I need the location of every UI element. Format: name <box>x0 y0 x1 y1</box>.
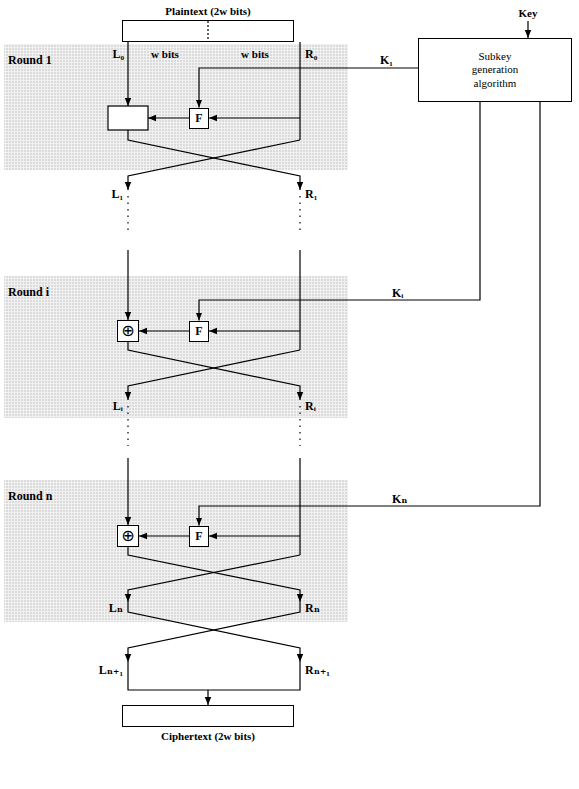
wire-label: Lₙ₊₁ <box>99 663 123 677</box>
box-text: F <box>195 529 202 543</box>
round-region <box>4 44 348 170</box>
continuation-dots <box>299 406 300 446</box>
wire-label-slot: Rᵢ <box>305 396 316 414</box>
left-wire <box>127 42 128 106</box>
swap-wire <box>128 555 300 602</box>
input-label-slot: Key <box>519 3 538 21</box>
round-function-box: F <box>189 321 209 342</box>
wire-label-slot: Lₙ₊₁ <box>99 660 123 678</box>
block-box <box>122 20 294 42</box>
xor-box: ⊕ <box>117 320 139 342</box>
round-region <box>4 480 348 622</box>
key-arrow <box>527 21 528 38</box>
round-label: Round i <box>8 285 49 299</box>
subkey-label-slot: Kₙ <box>392 489 408 507</box>
subkey-label-slot: Kᵢ <box>392 283 403 301</box>
merge-wire <box>128 662 208 690</box>
swap-wire <box>128 342 300 400</box>
ciphertext-block: Ciphertext (2w bits) <box>122 705 294 743</box>
wire-label-slot: L₀ <box>112 44 124 62</box>
subkey-label: Kᵢ <box>392 286 403 300</box>
key-connector <box>199 68 418 108</box>
swap-wire <box>128 140 300 190</box>
continuation-dots <box>127 406 128 446</box>
round-function-box: F <box>189 526 209 547</box>
subkey-label: K₁ <box>380 53 393 67</box>
continuation-dots <box>127 196 128 232</box>
round-region <box>4 276 348 418</box>
swap-wire <box>128 350 300 400</box>
subkey-label-slot: K₁ <box>380 50 393 68</box>
subkey-label: Kₙ <box>392 492 408 506</box>
wire-label-slot: L₁ <box>111 184 123 202</box>
wire-label: L₁ <box>111 187 123 201</box>
wire-label-slot: Lᵢ <box>113 396 123 414</box>
xor-box: ⊕ <box>117 525 139 547</box>
f-input-wire <box>209 330 300 331</box>
key-connector <box>199 102 480 321</box>
wire-label-slot: Rₙ <box>305 598 320 616</box>
plaintext-block: Plaintext (2w bits) <box>122 5 294 42</box>
wire-label: L₀ <box>112 47 124 61</box>
box-text: F <box>195 324 202 338</box>
box-text: F <box>195 111 202 125</box>
wire-label: R₀ <box>305 47 317 61</box>
subkey-generator-box: Subkey generation algorithm <box>418 38 572 102</box>
wire-label: Rᵢ <box>305 399 316 413</box>
wire-label-slot: R₁ <box>305 184 317 202</box>
left-wire <box>127 250 128 320</box>
round-function-box: F <box>189 108 209 129</box>
width-label: w bits <box>151 47 179 61</box>
wire-label: Lᵢ <box>113 399 123 413</box>
swap-wire <box>128 547 300 602</box>
final-swap-wire <box>128 602 300 662</box>
xor-box <box>108 106 148 130</box>
continuation-dots <box>299 196 300 232</box>
wire-label-slot: Rₙ₊₁ <box>305 660 330 678</box>
left-wire <box>127 458 128 525</box>
key-connector <box>139 535 189 536</box>
round-label-slot: Round 1 <box>8 50 52 68</box>
round-label-slot: Round n <box>8 486 52 504</box>
width-label-slot: w bits <box>241 44 269 62</box>
width-label: w bits <box>241 47 269 61</box>
wire-label-slot: Lₙ <box>109 598 123 616</box>
width-label-slot: w bits <box>151 44 179 62</box>
block-caption: Ciphertext (2w bits) <box>122 730 294 743</box>
key-connector <box>199 102 540 526</box>
xor-symbol: ⊕ <box>121 323 134 339</box>
f-input-wire <box>209 117 300 118</box>
swap-wire <box>128 130 300 190</box>
round-label-slot: Round i <box>8 282 49 300</box>
box-text: Subkey generation algorithm <box>455 50 535 90</box>
xor-symbol: ⊕ <box>121 528 134 544</box>
half-divider <box>207 21 208 41</box>
wire-label-slot: R₀ <box>305 44 317 62</box>
f-output-wire <box>148 117 189 118</box>
right-wire <box>299 42 300 140</box>
wire-label: Rₙ₊₁ <box>305 663 330 677</box>
round-label: Round 1 <box>8 53 52 67</box>
wire-label: Lₙ <box>109 601 123 615</box>
final-swap-wire <box>128 602 300 662</box>
f-input-wire <box>209 535 300 536</box>
input-label: Key <box>519 6 538 20</box>
wire-label: Rₙ <box>305 601 320 615</box>
block-box <box>122 705 294 727</box>
key-connector <box>139 330 189 331</box>
round-label: Round n <box>8 489 52 503</box>
block-caption: Plaintext (2w bits) <box>122 5 294 18</box>
wire-label: R₁ <box>305 187 317 201</box>
merge-wire <box>207 690 208 705</box>
merge-wire <box>208 662 300 690</box>
